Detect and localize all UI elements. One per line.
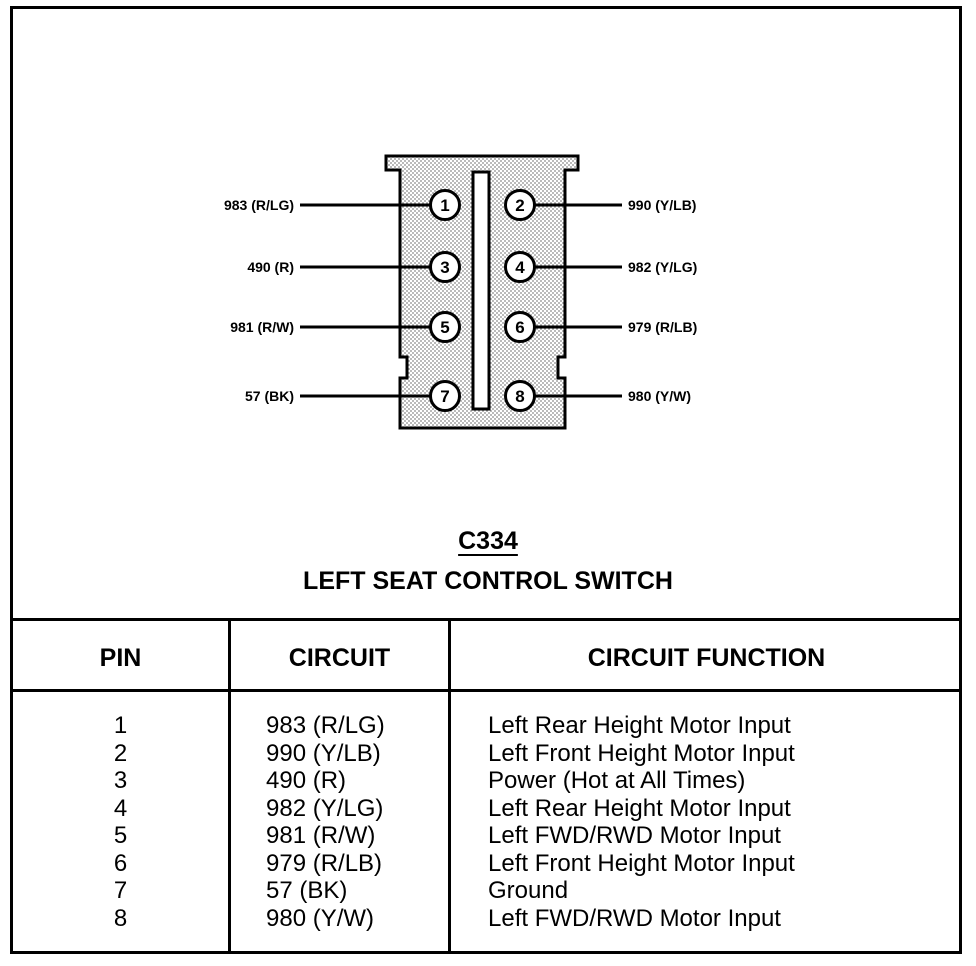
table-col-divider-2 xyxy=(448,618,451,954)
table-cell-function: Left Rear Height Motor Input xyxy=(488,794,791,822)
pin-circuit-label: 980 (Y/W) xyxy=(628,388,691,404)
pin-3: 3 490 (R) xyxy=(247,251,461,283)
pin-1: 1 983 (R/LG) xyxy=(224,189,461,221)
pin-circuit-label: 981 (R/W) xyxy=(230,319,294,335)
table-cell-function: Left Front Height Motor Input xyxy=(488,849,795,877)
header-pin: PIN xyxy=(99,644,142,672)
table-cell-pin: 3 xyxy=(113,767,128,794)
pin-number: 6 xyxy=(515,318,524,337)
table-cell-circuit: 980 (Y/W) xyxy=(266,904,375,932)
table-cell-circuit: 57 (BK) xyxy=(266,877,348,904)
pin-circle xyxy=(504,189,536,221)
table-cell-circuit: 982 (Y/LG) xyxy=(266,794,384,822)
header-circuit-function: CIRCUIT FUNCTION xyxy=(587,644,826,672)
table-cell-circuit: 490 (R) xyxy=(266,767,347,794)
connector-diagram: 1 983 (R/LG) 2 990 (Y/LB) 3 490 (R) 4 982 (Y/LG… xyxy=(224,154,697,430)
table-cell-pin: 8 xyxy=(113,904,128,932)
table-cell-circuit: 981 (R/W) xyxy=(266,822,376,849)
pin-circle xyxy=(429,251,461,283)
connector-id-text: C334 xyxy=(458,527,518,555)
pin-circle xyxy=(504,251,536,283)
pin-circuit-label: 982 (Y/LG) xyxy=(628,259,697,275)
table-cell-pin: 2 xyxy=(113,739,128,767)
circuit-column: 983 (R/LG)990 (Y/LB)490 (R)982 (Y/LG)981… xyxy=(266,712,385,932)
table-cell-circuit: 990 (Y/LB) xyxy=(266,739,381,767)
table-cell-function: Left FWD/RWD Motor Input xyxy=(488,822,781,849)
pin-circuit-label: 990 (Y/LB) xyxy=(628,197,696,213)
table-cell-circuit: 979 (R/LB) xyxy=(266,849,383,877)
pin-circuit-label: 490 (R) xyxy=(247,259,294,275)
page-frame xyxy=(10,6,962,954)
table-col-divider-1 xyxy=(228,618,231,954)
pin-circle xyxy=(429,380,461,412)
table-cell-function: Left Rear Height Motor Input xyxy=(488,712,791,739)
pin-number: 5 xyxy=(440,318,449,337)
pin-2: 2 990 (Y/LB) xyxy=(504,189,696,221)
pin-circuit-label: 979 (R/LB) xyxy=(628,319,697,335)
pin-number: 3 xyxy=(440,258,449,277)
table-cell-pin: 5 xyxy=(113,822,128,849)
pin-number: 8 xyxy=(515,387,524,406)
connector-name: LEFT SEAT CONTROL SWITCH xyxy=(303,567,673,595)
table-cell-pin: 6 xyxy=(113,849,128,877)
table-cell-function: Ground xyxy=(488,877,569,904)
pin-circuit-label: 57 (BK) xyxy=(245,388,294,404)
pin-circle xyxy=(504,311,536,343)
connector-key-bar xyxy=(471,170,491,411)
pin-circle xyxy=(429,189,461,221)
table-top-rule xyxy=(10,618,962,621)
pin-4: 4 982 (Y/LG) xyxy=(504,251,697,283)
table-cell-function: Power (Hot at All Times) xyxy=(488,767,746,794)
table-cell-pin: 7 xyxy=(113,877,128,904)
table-cell-function: Left FWD/RWD Motor Input xyxy=(488,904,781,932)
header-circuit: CIRCUIT xyxy=(288,644,391,672)
pin-6: 6 979 (R/LB) xyxy=(504,311,697,343)
table-header-rule xyxy=(10,689,962,692)
pin-circle xyxy=(504,380,536,412)
pin-number: 2 xyxy=(515,196,524,215)
pin-5: 5 981 (R/W) xyxy=(230,311,461,343)
pin-8: 8 980 (Y/W) xyxy=(504,380,691,412)
table-cell-function: Left Front Height Motor Input xyxy=(488,739,795,767)
pin-circle xyxy=(429,311,461,343)
table-cell-pin: 1 xyxy=(113,712,128,739)
pin-7: 7 57 (BK) xyxy=(245,380,461,412)
table-cell-circuit: 983 (R/LG) xyxy=(266,712,385,739)
pin-circuit-label: 983 (R/LG) xyxy=(224,197,294,213)
pin-number: 4 xyxy=(515,258,525,277)
connector-id: C334 xyxy=(0,527,976,556)
pin-number: 7 xyxy=(440,387,449,406)
pin-number: 1 xyxy=(440,196,449,215)
table-cell-pin: 4 xyxy=(113,794,128,822)
